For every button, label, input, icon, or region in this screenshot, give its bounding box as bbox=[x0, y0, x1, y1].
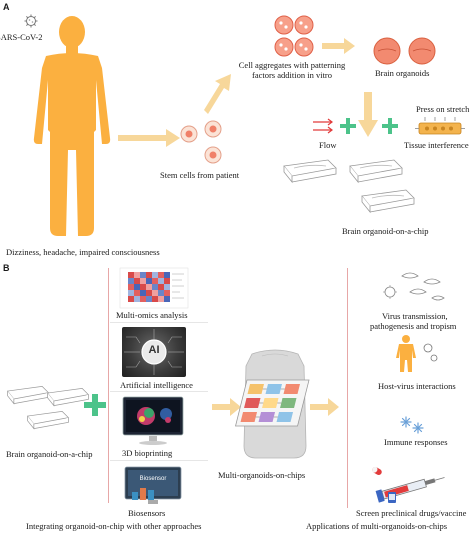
arrow-to-aggregates bbox=[204, 74, 231, 114]
host-virus-icon bbox=[396, 335, 438, 372]
panel-a-letter: A bbox=[3, 2, 10, 12]
virus-icon bbox=[24, 14, 38, 28]
panel-b-letter: B bbox=[3, 263, 10, 273]
brain-organoids-label: Brain organoids bbox=[375, 68, 430, 78]
arrow-down-to-chip bbox=[358, 92, 378, 137]
arrow-to-brain-organoids bbox=[322, 38, 355, 54]
aggregates-label-line2: factors addition in vitro bbox=[251, 70, 333, 80]
integrating-label: Integrating organoid-on-chip with other … bbox=[26, 521, 202, 531]
cell-aggregates bbox=[274, 15, 314, 57]
brain-organoid-chip-label: Brain organoid-on-a-chip bbox=[342, 226, 429, 236]
multi-omics-heatmap bbox=[119, 267, 189, 309]
arrow-to-multi-organoids bbox=[212, 398, 241, 416]
approach-label-biosensors: Biosensors bbox=[128, 508, 166, 518]
organoid-chip bbox=[6, 385, 50, 405]
stem-cells bbox=[180, 120, 222, 164]
plus-icon bbox=[340, 118, 356, 134]
approach-separator bbox=[110, 391, 208, 392]
arrow-to-applications bbox=[310, 398, 339, 416]
organoid-chip bbox=[46, 387, 90, 407]
application-label-drugs: Screen preclinical drugs/vaccine bbox=[356, 508, 467, 518]
approach-separator bbox=[110, 460, 208, 461]
approaches-divider bbox=[108, 268, 109, 503]
applications-footer: Applications of multi-organoids-on-chips bbox=[306, 521, 448, 531]
approach-separator bbox=[110, 322, 208, 323]
multi-organoids-chip-torso bbox=[235, 349, 310, 459]
aggregates-label-line1: Cell aggregates with patterning bbox=[238, 60, 346, 70]
organoid-chip bbox=[361, 189, 415, 214]
ai-badge: AI bbox=[148, 344, 160, 356]
tissue-stretch-icon bbox=[415, 117, 465, 135]
flow-icon bbox=[313, 118, 333, 134]
brain-organoids bbox=[373, 37, 436, 65]
press-on-stretch-label: Press on stretch bbox=[416, 104, 470, 114]
organoid-chip bbox=[283, 159, 337, 184]
left-chip-label: Brain organoid-on-a-chip bbox=[6, 449, 93, 459]
stem-cells-label: Stem cells from patient bbox=[160, 170, 240, 180]
applications-divider bbox=[347, 268, 348, 508]
drug-vaccine-icon bbox=[372, 466, 445, 503]
approach-label-multi-omics: Multi-omics analysis bbox=[116, 310, 188, 320]
organoid-chip bbox=[349, 159, 403, 184]
organoid-chip bbox=[26, 410, 70, 430]
patient-symptoms-label: Dizziness, headache, impaired consciousn… bbox=[6, 247, 160, 257]
biosensor-badge: Biosensor bbox=[139, 476, 167, 482]
arrow-to-stem-cells bbox=[118, 129, 180, 147]
virus-label: SARS-CoV-2 bbox=[0, 32, 43, 42]
patient-silhouette bbox=[33, 16, 111, 236]
center-label: Multi-organoids-on-chips bbox=[218, 470, 306, 480]
application-label-virus-1: Virus transmission, bbox=[382, 311, 448, 321]
plus-icon bbox=[382, 118, 398, 134]
application-label-immune: Immune responses bbox=[384, 437, 448, 447]
application-label-virus-2: pathogenesis and tropism bbox=[370, 321, 457, 331]
bioprinting-monitor bbox=[122, 396, 184, 445]
approach-label-bioprinting: 3D bioprinting bbox=[122, 448, 173, 458]
tissue-interference-label: Tissue interference bbox=[404, 140, 469, 150]
flow-label: Flow bbox=[319, 140, 337, 150]
plus-icon bbox=[84, 394, 106, 416]
approach-label-ai: Artificial intelligence bbox=[120, 380, 193, 390]
application-label-host-virus: Host-virus interactions bbox=[378, 381, 456, 391]
ai-circuit-traces bbox=[124, 329, 184, 375]
biosensor-device bbox=[124, 466, 182, 504]
immune-response-icon bbox=[400, 416, 424, 434]
virus-transmission-icon bbox=[383, 272, 445, 301]
